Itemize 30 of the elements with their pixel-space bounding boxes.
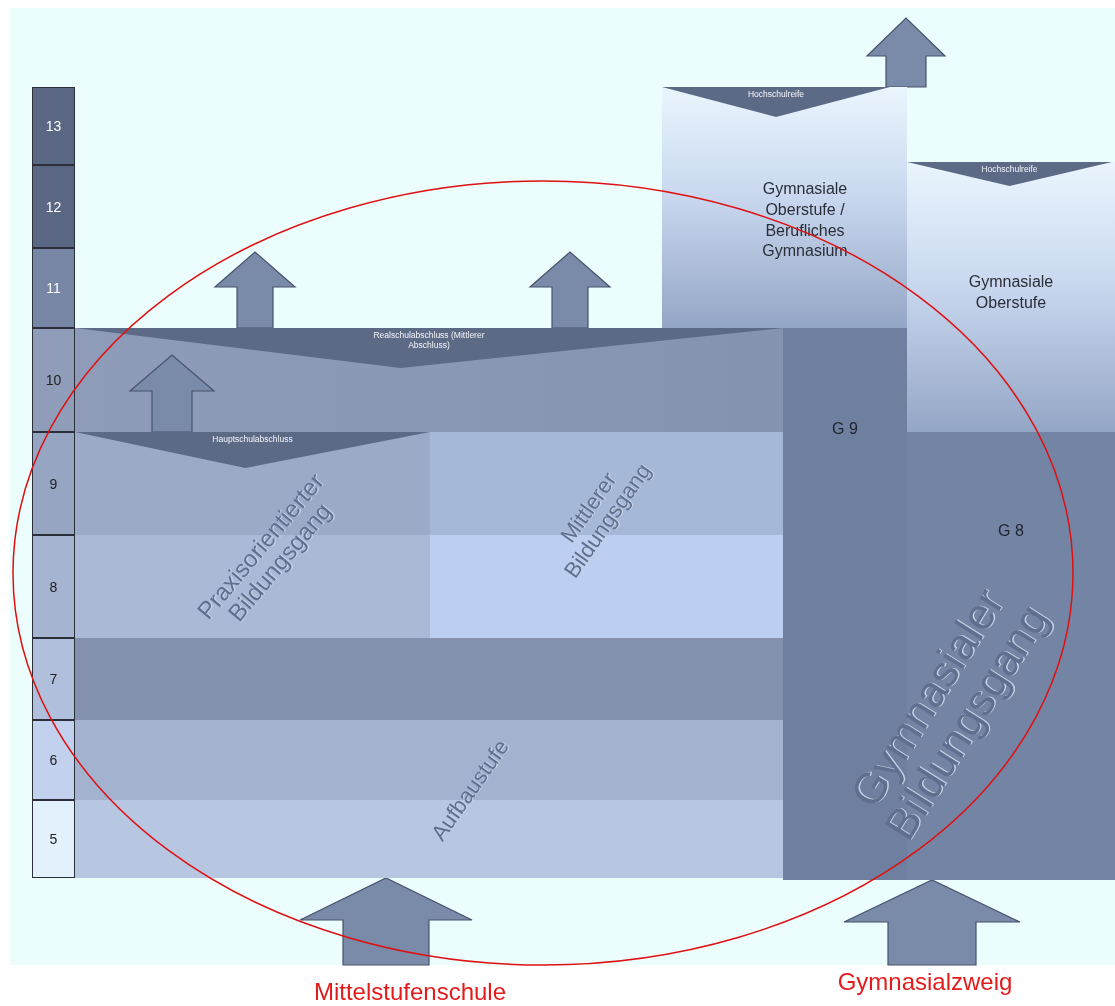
track-area: [75, 638, 783, 878]
stage-panel: [662, 87, 907, 328]
grade-cell: 7: [32, 638, 75, 720]
qualification-label: Realschulabschluss (Mittlerer Abschluss): [372, 330, 486, 353]
grade-cell: 11: [32, 248, 75, 328]
track-label: G 8: [998, 522, 1024, 539]
qualification-triangle: [907, 162, 1112, 186]
grade-cell: 13: [32, 87, 75, 165]
stage-title: Gymnasiale Oberstufe: [967, 272, 1055, 313]
grade-cell: 5: [32, 800, 75, 878]
grade-cell: 8: [32, 535, 75, 638]
qualification-label: Hochschulreife: [981, 164, 1038, 176]
block-arrow: [528, 251, 612, 329]
block-arrow: [843, 879, 1021, 966]
grade-cell: 9: [32, 432, 75, 535]
grade-cell: 10: [32, 328, 75, 432]
stage-panel: [907, 162, 1115, 432]
block-arrow: [299, 877, 473, 966]
group-label: Gymnasialzweig: [837, 968, 1013, 996]
track-label: G 9: [832, 420, 858, 437]
qualification-triangle: [662, 87, 890, 117]
grade-cell: 6: [32, 720, 75, 800]
block-arrow: [865, 17, 947, 88]
group-label: Mittelstufenschule: [313, 978, 507, 1006]
qualification-triangle: [75, 432, 430, 468]
qualification-label: Hochschulreife: [747, 89, 805, 101]
block-arrow: [128, 354, 216, 433]
block-arrow: [213, 251, 297, 329]
qualification-label: Hauptschulabschluss: [212, 434, 293, 446]
grade-cell: 12: [32, 165, 75, 248]
